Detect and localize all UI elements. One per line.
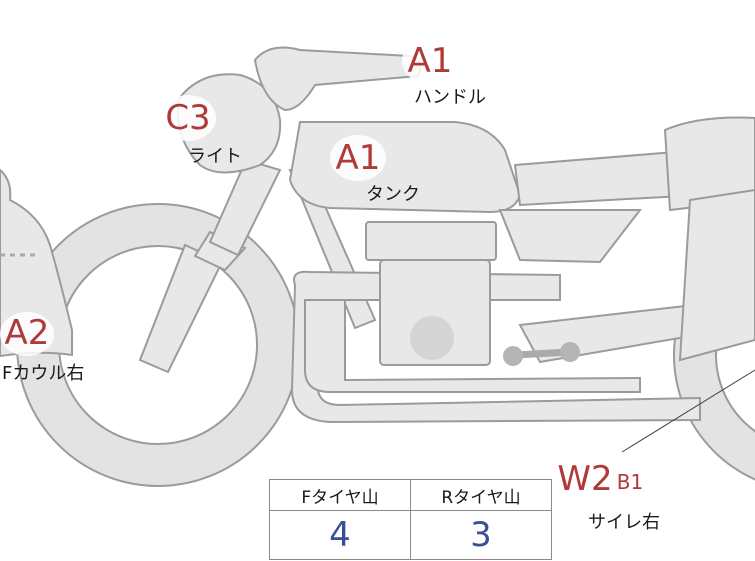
footrest-right	[560, 342, 580, 362]
subgrade-muffler: B1	[614, 470, 646, 498]
label-fcowl: Fカウル右	[2, 363, 85, 384]
rear-wheel-inner-outline	[715, 277, 755, 433]
front-fork	[138, 243, 224, 374]
rear-tire-value: 3	[410, 510, 552, 560]
leader-line	[621, 369, 755, 453]
front-tire-value: 4	[269, 510, 411, 560]
tire-tread-table: Fタイヤ山 Rタイヤ山 4 3	[269, 479, 552, 560]
handlebar	[253, 46, 422, 112]
label-light: ライト	[188, 146, 242, 167]
exhaust-pipe	[304, 299, 641, 393]
footrest-left	[503, 346, 523, 366]
rear-tire-label: Rタイヤ山	[410, 479, 552, 511]
grade-light: C3	[160, 95, 216, 141]
grade-handle: A1	[402, 38, 458, 84]
down-tube	[208, 158, 282, 257]
engine-top	[365, 221, 497, 261]
grade-fcowl: A2	[0, 312, 54, 356]
label-handle: ハンドル	[414, 87, 486, 108]
seat-rear	[663, 116, 755, 212]
grade-muffler: W2	[555, 458, 615, 502]
engine-cover	[410, 316, 454, 360]
shock	[678, 188, 755, 362]
side-cover	[498, 209, 643, 264]
front-tire-label: Fタイヤ山	[269, 479, 411, 511]
label-tank: タンク	[366, 184, 420, 205]
grade-tank: A1	[330, 135, 386, 181]
rear-wheel-outline	[673, 229, 755, 481]
label-muffler: サイレ右	[588, 512, 660, 533]
frame-lower	[290, 270, 701, 424]
engine-block	[379, 259, 491, 366]
